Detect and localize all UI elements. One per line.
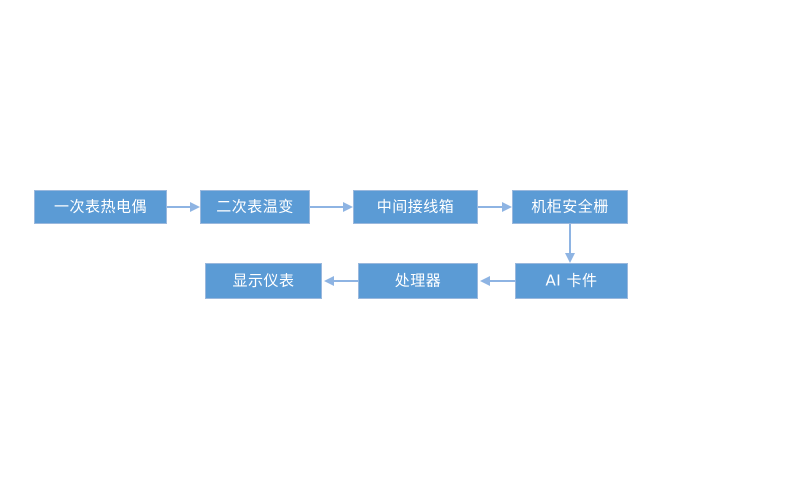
flow-node-label: 二次表温变 xyxy=(216,197,294,215)
flow-node-processor[interactable]: 处理器 xyxy=(358,263,478,299)
flow-node-label: 中间接线箱 xyxy=(376,197,455,215)
flow-node-ai-card[interactable]: AI 卡件 xyxy=(515,263,628,299)
flow-node-cabinet-safety-barrier[interactable]: 机柜安全栅 xyxy=(512,190,628,224)
flow-arrow-barrier-to-ai-card xyxy=(562,224,578,264)
flow-arrow-junction-to-barrier xyxy=(478,199,514,215)
flow-node-label: 显示仪表 xyxy=(232,271,295,289)
flow-node-primary-thermocouple[interactable]: 一次表热电偶 xyxy=(34,190,167,224)
flow-arrow-processor-to-display xyxy=(322,273,359,289)
flow-node-label: 处理器 xyxy=(394,271,442,289)
flow-arrow-ai-card-to-processor xyxy=(478,273,516,289)
flow-node-junction-box[interactable]: 中间接线箱 xyxy=(353,190,478,224)
flow-node-label: 一次表热电偶 xyxy=(53,197,147,215)
flow-arrow-primary-to-secondary xyxy=(167,199,201,215)
flow-node-display-instrument[interactable]: 显示仪表 xyxy=(205,263,322,299)
flow-node-label: 机柜安全栅 xyxy=(531,197,609,215)
flow-arrow-secondary-to-junction xyxy=(310,199,355,215)
flow-node-label: AI 卡件 xyxy=(545,271,598,289)
flow-node-secondary-transmitter[interactable]: 二次表温变 xyxy=(200,190,310,224)
